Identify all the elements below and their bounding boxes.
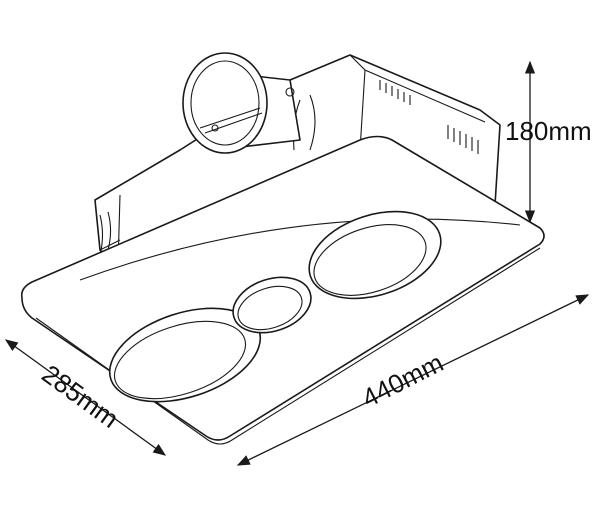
height-label: 180mm [505,116,592,146]
duct-collar [182,52,301,154]
width-label: 440mm [357,347,448,413]
vent-slots-top [379,80,479,154]
lamp-right [308,210,442,300]
depth-dimension-line [4,339,167,456]
width-dimension-line [236,294,590,466]
